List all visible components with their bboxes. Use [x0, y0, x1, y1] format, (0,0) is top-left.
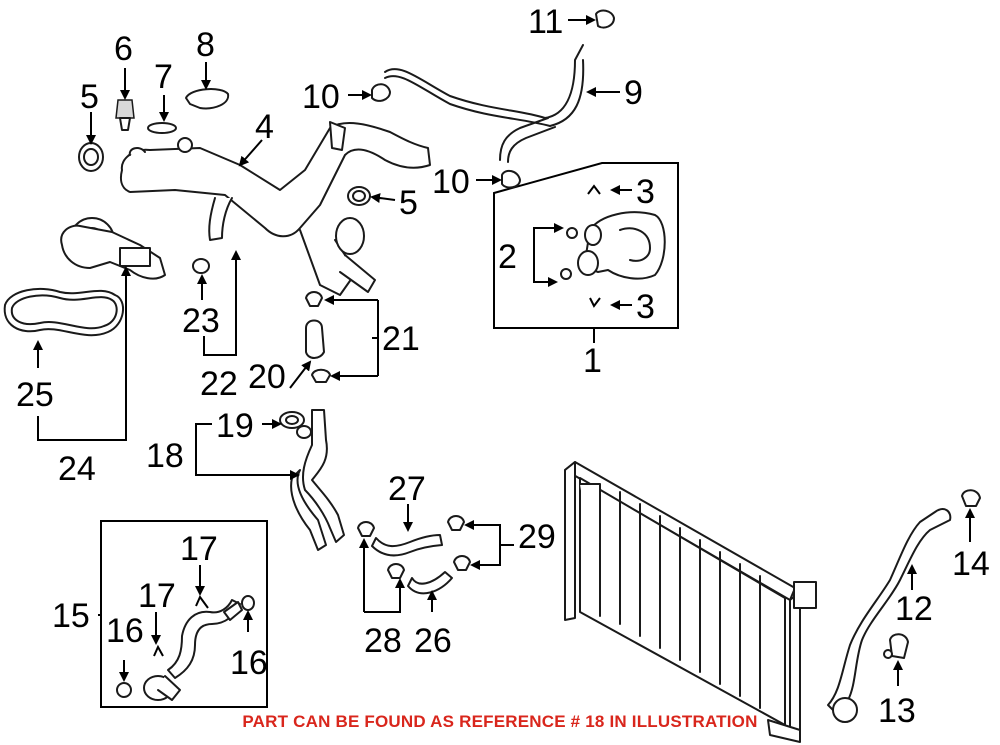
callout-10a: 10: [302, 78, 340, 116]
leader-29b: [470, 545, 501, 570]
leader-20: [289, 360, 312, 389]
hose-part-15-kit: [143, 599, 243, 701]
hose-part-26: [407, 571, 453, 595]
radiator-part: [564, 461, 817, 743]
kit-box-1: [493, 162, 679, 329]
callout-21: 21: [382, 320, 420, 358]
leader-5b: [370, 193, 396, 203]
callout-6: 6: [114, 30, 133, 68]
leader-22: [203, 250, 241, 356]
callout-17b: 17: [138, 577, 176, 615]
water-pump-part: [60, 217, 166, 280]
callout-28: 28: [364, 622, 402, 660]
callout-5a: 5: [80, 78, 99, 116]
callout-23: 23: [182, 302, 220, 340]
hose-part-27: [371, 534, 443, 557]
reference-caption: PART CAN BE FOUND AS REFERENCE # 18 IN I…: [242, 712, 758, 731]
clamp-parts-29: [447, 515, 471, 571]
clip-parts-17: [153, 595, 209, 657]
clamp-part-14: [961, 489, 981, 507]
oring-parts-16: [116, 595, 255, 698]
sensor-part-6: [115, 99, 135, 131]
leader-28b: [364, 578, 405, 613]
clamp-part-13: [883, 633, 909, 659]
callout-25: 25: [16, 376, 54, 414]
leader-2b: [533, 256, 558, 287]
thermostat-housing-part: [577, 211, 666, 280]
callout-15: 15: [52, 597, 90, 635]
coolant-pipe-part-4: [120, 121, 431, 296]
leader-29: [464, 520, 514, 546]
callout-4: 4: [255, 108, 274, 146]
callout-8: 8: [196, 26, 215, 64]
clamp-part-11: [595, 9, 615, 29]
callout-27: 27: [388, 470, 426, 508]
callout-3a: 3: [636, 173, 655, 211]
callout-12: 12: [895, 590, 933, 628]
gasket-part-25: [3, 287, 124, 337]
callout-14: 14: [952, 545, 990, 583]
clip-parts-3: [587, 184, 601, 308]
callout-1: 1: [583, 342, 602, 380]
o-ring-parts-2: [560, 227, 578, 280]
hose-part-9: [384, 44, 585, 163]
callout-13: 13: [878, 692, 916, 730]
callout-2: 2: [498, 238, 517, 276]
clamp-parts-28: [357, 521, 405, 579]
callout-20: 20: [248, 358, 286, 396]
oring-part-7: [147, 122, 177, 134]
pipe-part-18: [290, 409, 345, 551]
leader-21: [326, 300, 379, 376]
callout-19: 19: [216, 407, 254, 445]
callout-3b: 3: [636, 288, 655, 326]
seal-part-19: [279, 411, 305, 429]
clamp-parts-10: [371, 83, 521, 189]
callout-29: 29: [518, 518, 556, 556]
callout-18: 18: [146, 437, 184, 475]
hose-part-12: [827, 508, 952, 723]
callout-16b: 16: [230, 644, 268, 682]
callout-17a: 17: [180, 530, 218, 568]
oring-part-23: [192, 258, 210, 274]
callout-7: 7: [154, 58, 173, 96]
callout-16a: 16: [106, 612, 144, 650]
seal-part-5-left: [78, 142, 104, 172]
seal-part-5-right: [347, 186, 371, 206]
leader-2a: [533, 223, 564, 256]
leader-4: [238, 139, 263, 167]
callout-10b: 10: [432, 163, 470, 201]
callout-11: 11: [528, 3, 563, 41]
callout-5b: 5: [399, 184, 418, 222]
callout-26: 26: [414, 622, 452, 660]
clip-part-8: [185, 88, 230, 110]
leader-24: [37, 266, 131, 441]
callout-22: 22: [200, 365, 238, 403]
callout-24: 24: [58, 450, 96, 488]
hose-part-20: [305, 319, 325, 359]
leader-18: [195, 423, 298, 475]
callout-9: 9: [624, 74, 643, 112]
